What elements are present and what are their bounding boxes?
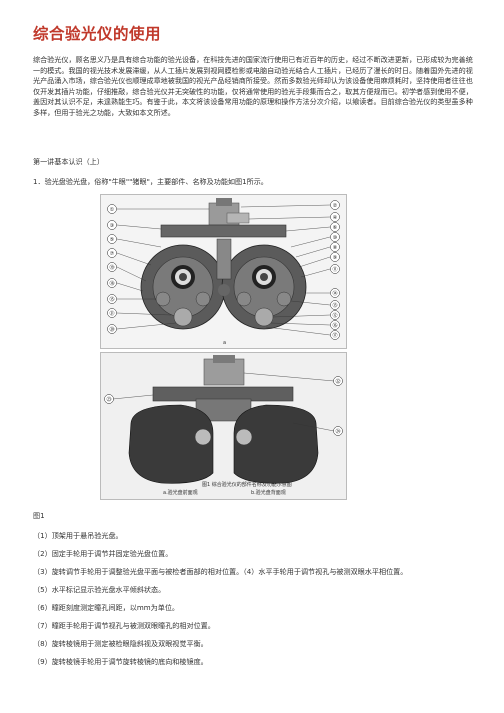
figure-callout-right: ④ (333, 215, 338, 221)
figure-callout-right: ⑨ (333, 255, 337, 261)
figure-callout-left: ⑦ (110, 251, 115, 257)
figure-callout-right: ② (333, 203, 338, 209)
figure-callout-left: ⑮ (109, 296, 114, 303)
figure-caption-a: a.验光盘前面观 (163, 489, 198, 496)
list-item: （3）旋转调节手轮用于调整验光盘平面与被检者面部的相对位置。（4）水平手轮用于调… (33, 567, 408, 576)
figure-callout-left: ③ (110, 223, 114, 229)
list-item: （1）顶架用于悬吊验光盘。 (33, 531, 123, 540)
list-item: （8）旋转棱镜用于测定被检眼隐斜视及双眼视觉平衡。 (33, 639, 208, 648)
figure-callout-right: ⑭ (332, 290, 337, 297)
section-heading: 第一讲基本认识（上） (33, 157, 104, 166)
list-item: （7）瞳距手轮用于调节视孔与被测双眼瞳孔的相对位置。 (33, 621, 215, 630)
figure-callout-back: ㉒ (335, 378, 340, 385)
figure-caption-title: 图1 综合验光仪的部件名称及功能示意图 (202, 481, 292, 488)
figure-callout-right: ⑬ (332, 302, 337, 309)
figure-label: 图1 (33, 511, 45, 520)
figure-callout-left: ㉑ (109, 310, 114, 317)
page-title: 综合验光仪的使用 (33, 25, 162, 43)
list-item: （5）水平标记显示验光盘水平倾斜状态。 (33, 585, 166, 594)
figure-a-marker: a (223, 340, 226, 346)
figure-callout-left: ⑳ (109, 326, 114, 333)
figure-callout-right: ⑪ (332, 266, 337, 273)
figure-callout-right: ⑫ (332, 312, 337, 319)
figure-front-view: a ① ③ ⑤ ⑦ ⑲ ⑱ ⑮ ㉑ ⑳ ② ④ ⑥ ⑩ ⑧ ⑨ ⑪ ⑭ ⑬ ⑫ ⑯ ⑰ (100, 194, 347, 349)
phoropter-front-illustration: a ① ③ ⑤ ⑦ ⑲ ⑱ ⑮ ㉑ ⑳ ② ④ ⑥ ⑩ ⑧ ⑨ ⑪ ⑭ ⑬ ⑫ ⑯ ⑰ (101, 195, 346, 348)
phoropter-back-illustration: 图1 综合验光仪的部件名称及功能示意图 a.验光盘前面观 b.验光盘背面观 ㉓ ㉒… (101, 353, 346, 499)
figure-callout-left: ⑲ (109, 264, 114, 271)
figure-callout-left: ⑱ (109, 280, 114, 287)
figure-callout-right: ⑰ (332, 332, 337, 339)
item-1-text: 1．验光盘验光盘，俗称"牛眼""猪眼"，主要部件、名称及功能如图1所示。 (33, 177, 268, 186)
list-item: （6）瞳距刻度测定瞳孔间距，以mm为单位。 (33, 603, 180, 612)
figure-callout-back: ㉔ (335, 428, 340, 435)
figure-callout-right: ⑥ (333, 225, 338, 231)
figure-callout-left: ① (110, 207, 115, 213)
figure-callout-right: ⑧ (333, 245, 338, 251)
figure-caption-b: b.验光盘背面观 (251, 489, 286, 496)
figure-back-view: 图1 综合验光仪的部件名称及功能示意图 a.验光盘前面观 b.验光盘背面观 ㉓ ㉒… (100, 352, 347, 500)
figure-callout-left: ⑤ (110, 237, 114, 243)
intro-paragraph: 综合验光仪，顾名思义乃是具有综合功能的验光设备，在科技先进的国家流行使用已有近百… (33, 55, 473, 117)
list-item: （9）旋转棱镜手轮用于调节旋转棱镜的底向和棱镜度。 (33, 657, 208, 666)
figure-callout-right: ⑩ (333, 235, 338, 241)
figure-callout-back: ㉓ (106, 396, 111, 403)
list-item: （2）固定手轮用于调节并固定验光盘位置。 (33, 549, 173, 558)
figure-callout-right: ⑯ (332, 322, 337, 329)
